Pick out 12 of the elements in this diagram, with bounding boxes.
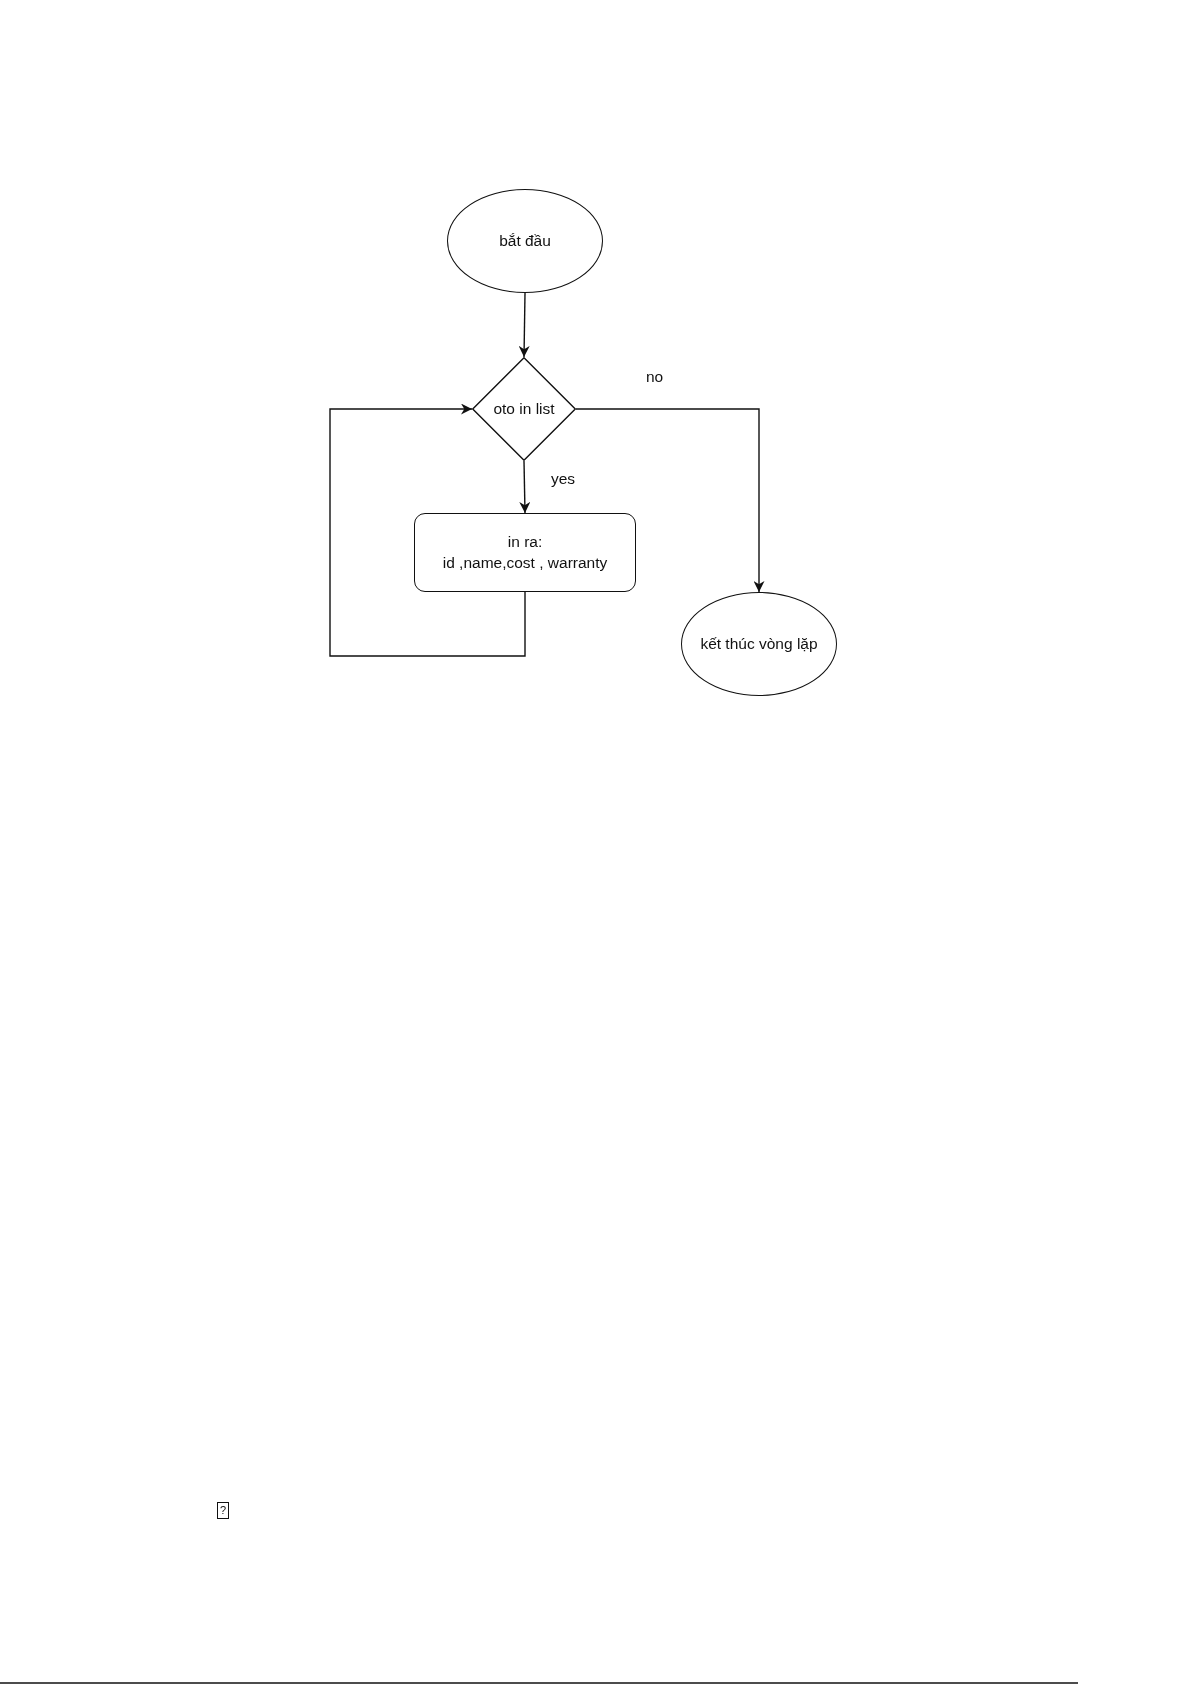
arrow bbox=[329, 403, 526, 657]
node-text: id ,name,cost , warranty bbox=[442, 552, 608, 573]
process-box bbox=[414, 513, 636, 592]
node-text: in ra: bbox=[507, 531, 543, 552]
arrow bbox=[519, 460, 531, 514]
missing-glyph: ? bbox=[217, 1502, 230, 1519]
node-text: oto in list bbox=[493, 398, 555, 419]
arrow bbox=[518, 292, 530, 358]
decision-diamond bbox=[472, 357, 576, 461]
node-text: kết thúc vòng lặp bbox=[700, 633, 818, 654]
node-text: bắt đầu bbox=[499, 230, 551, 251]
arrow bbox=[575, 408, 765, 593]
